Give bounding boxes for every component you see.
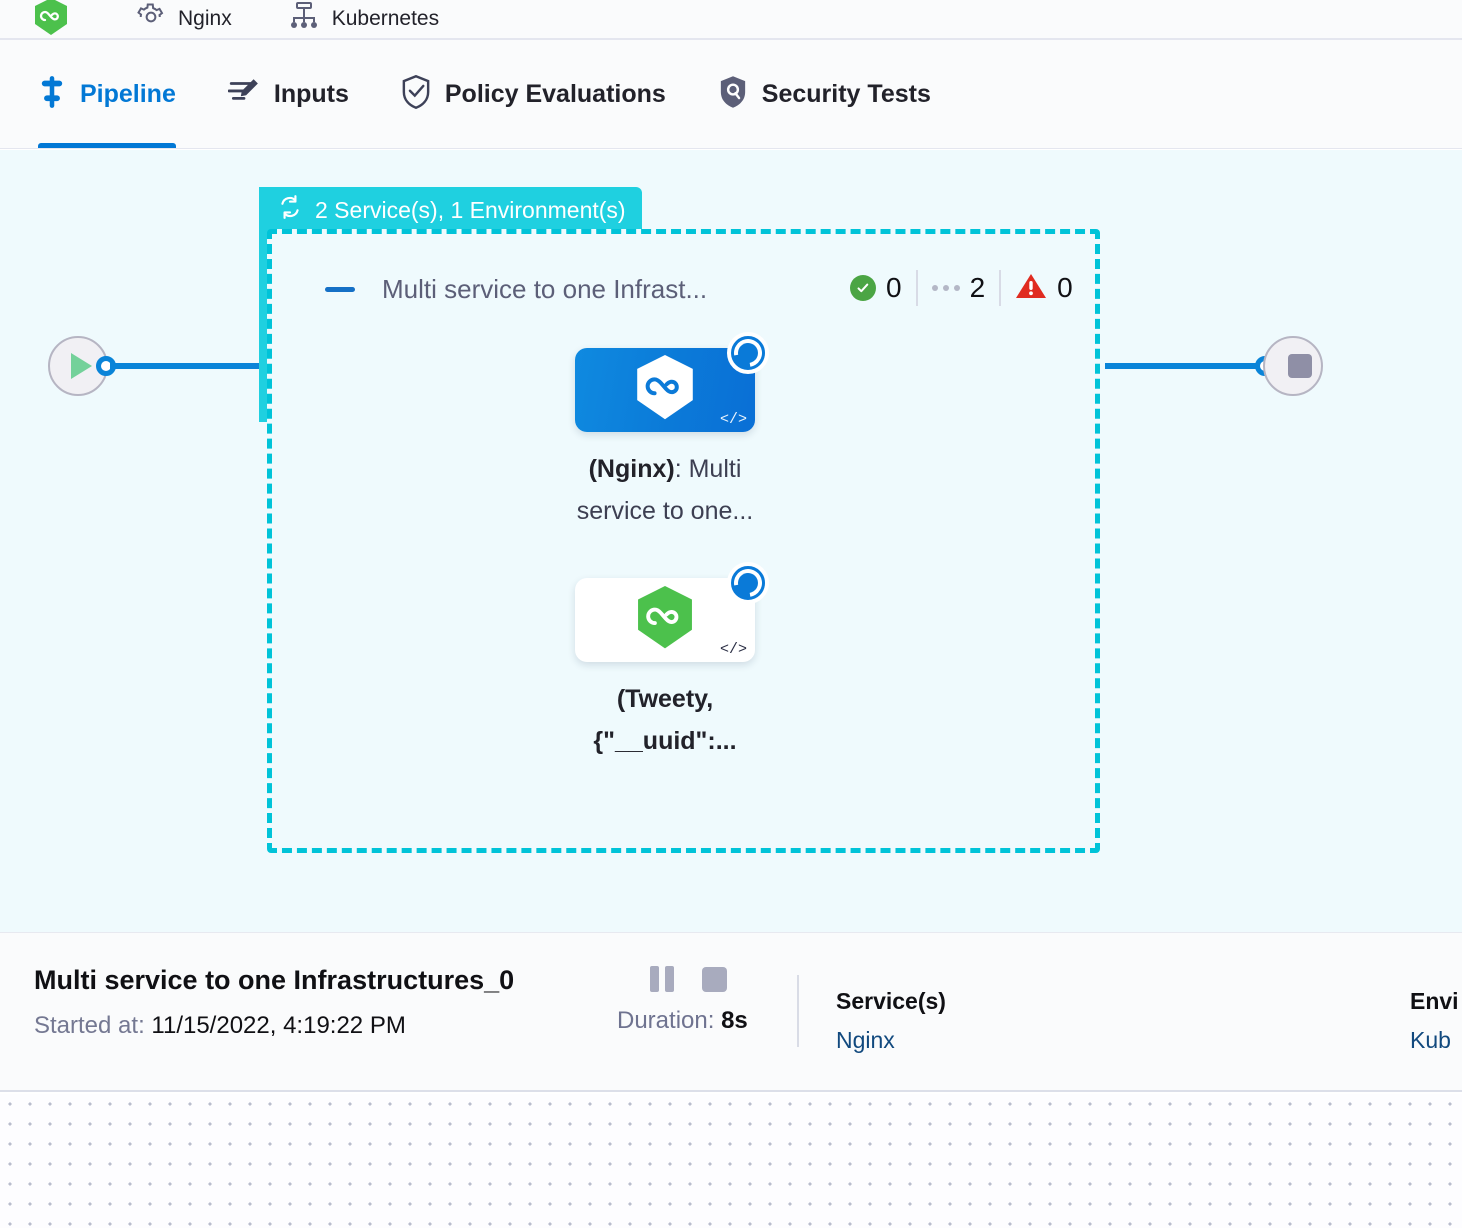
- breadcrumb-item-environment[interactable]: Kubernetes: [288, 1, 440, 37]
- matrix-loop-icon: [277, 194, 303, 226]
- stage-title: Multi service to one Infrast...: [382, 274, 708, 304]
- check-circle-icon: [850, 275, 876, 301]
- step-nginx-card[interactable]: </>: [575, 332, 769, 432]
- tab-policy-evaluations[interactable]: Policy Evaluations: [401, 40, 666, 148]
- breadcrumb-item-logo[interactable]: [34, 0, 80, 38]
- warning-triangle-icon: [1015, 272, 1047, 305]
- stage-container[interactable]: [267, 229, 1100, 853]
- counter-success-value: 0: [886, 272, 902, 303]
- detail-services: Service(s) Nginx: [836, 988, 946, 1054]
- execution-duration: Duration: 8s: [617, 1007, 748, 1035]
- running-spinner-icon: [727, 332, 769, 374]
- duration-label: Duration:: [617, 1007, 715, 1034]
- tab-pipeline-label: Pipeline: [80, 79, 176, 108]
- breadcrumb-bar: Nginx Kubernetes: [0, 0, 1462, 38]
- breadcrumb-item-service[interactable]: Nginx: [136, 2, 232, 37]
- tab-inputs[interactable]: Inputs: [227, 40, 349, 148]
- edge-group-to-end: [1105, 363, 1265, 369]
- group-header[interactable]: 2 Service(s), 1 Environment(s): [259, 187, 642, 233]
- running-spinner-icon: [727, 562, 769, 604]
- counter-divider: [999, 270, 1002, 306]
- tab-inputs-label: Inputs: [273, 79, 349, 108]
- detail-divider: [797, 975, 799, 1047]
- detail-environments: Envi Kub: [1410, 988, 1459, 1054]
- services-label: Service(s): [836, 988, 946, 1014]
- step-nginx[interactable]: </> (Nginx): Multi service to one...: [575, 332, 780, 532]
- step-nginx-label: (Nginx): Multi service to one...: [550, 448, 780, 532]
- execution-detail-panel: Multi service to one Infrastructures_0 S…: [0, 932, 1462, 1092]
- counter-success[interactable]: 0: [836, 272, 916, 304]
- stage-header[interactable]: Multi service to one Infrast...: [325, 274, 707, 305]
- tab-policy-evaluations-label: Policy Evaluations: [444, 79, 666, 108]
- code-tag-icon: </>: [719, 641, 747, 658]
- counter-running-value: 2: [969, 272, 986, 303]
- stop-icon[interactable]: [702, 966, 727, 992]
- gear-icon: [136, 2, 166, 37]
- hexagon-infinity-green-icon: [34, 0, 68, 38]
- execution-started-at: Started at: 11/15/2022, 4:19:22 PM: [34, 1012, 406, 1040]
- breadcrumb-service-label: Nginx: [178, 7, 232, 30]
- pipeline-canvas[interactable]: 2 Service(s), 1 Environment(s) Multi ser…: [0, 150, 1462, 932]
- duration-value: 8s: [721, 1007, 748, 1034]
- edge-start-to-group: [110, 363, 265, 369]
- started-at-label: Started at:: [34, 1012, 145, 1039]
- tab-security-tests-label: Security Tests: [761, 79, 931, 108]
- breadcrumb-environment-label: Kubernetes: [331, 7, 440, 30]
- step-nginx-label-rest: : Multi service to one...: [576, 455, 754, 525]
- hexagon-infinity-white-icon: [635, 354, 695, 426]
- counter-running[interactable]: 2: [918, 272, 1000, 304]
- environments-label: Envi: [1410, 988, 1459, 1014]
- shield-lock-icon: [718, 75, 748, 114]
- minus-collapse-icon[interactable]: [325, 287, 355, 292]
- step-tweety[interactable]: </> (Tweety, {"__uuid":...: [575, 562, 780, 762]
- step-tweety-label: (Tweety, {"__uuid":...: [550, 678, 780, 762]
- playback-controls: [650, 966, 727, 992]
- code-tag-icon: </>: [719, 411, 747, 428]
- tab-bar: Pipeline Inputs Policy Evaluations: [0, 38, 1462, 149]
- started-at-value: 11/15/2022, 4:19:22 PM: [151, 1012, 406, 1039]
- play-icon: [70, 353, 92, 379]
- services-value[interactable]: Nginx: [836, 1027, 895, 1053]
- kubernetes-icon: [288, 1, 320, 37]
- stop-icon: [1288, 354, 1312, 378]
- inputs-pencil-icon: [227, 77, 260, 112]
- hexagon-infinity-green-icon: [636, 585, 694, 655]
- stage-status-counters: 0 2 0: [836, 270, 1087, 306]
- counter-failed-value: 0: [1057, 272, 1073, 303]
- shield-check-icon: [401, 74, 431, 114]
- environments-value[interactable]: Kub: [1410, 1027, 1451, 1053]
- group-header-label: 2 Service(s), 1 Environment(s): [315, 196, 626, 223]
- tab-pipeline[interactable]: Pipeline: [38, 40, 176, 148]
- end-node[interactable]: [1263, 336, 1323, 396]
- pause-icon[interactable]: [650, 966, 674, 992]
- ellipsis-icon: [931, 285, 960, 291]
- step-tweety-card[interactable]: </>: [575, 562, 769, 662]
- tab-security-tests[interactable]: Security Tests: [718, 40, 931, 148]
- canvas-dot-grid: [0, 1094, 1462, 1228]
- counter-divider: [915, 270, 918, 306]
- step-tweety-label-bold: (Tweety, {"__uuid":...: [593, 685, 737, 755]
- counter-failed[interactable]: 0: [1001, 272, 1087, 305]
- pipeline-icon: [38, 75, 66, 114]
- step-nginx-label-bold: (Nginx): [588, 455, 675, 483]
- execution-title: Multi service to one Infrastructures_0: [34, 965, 515, 995]
